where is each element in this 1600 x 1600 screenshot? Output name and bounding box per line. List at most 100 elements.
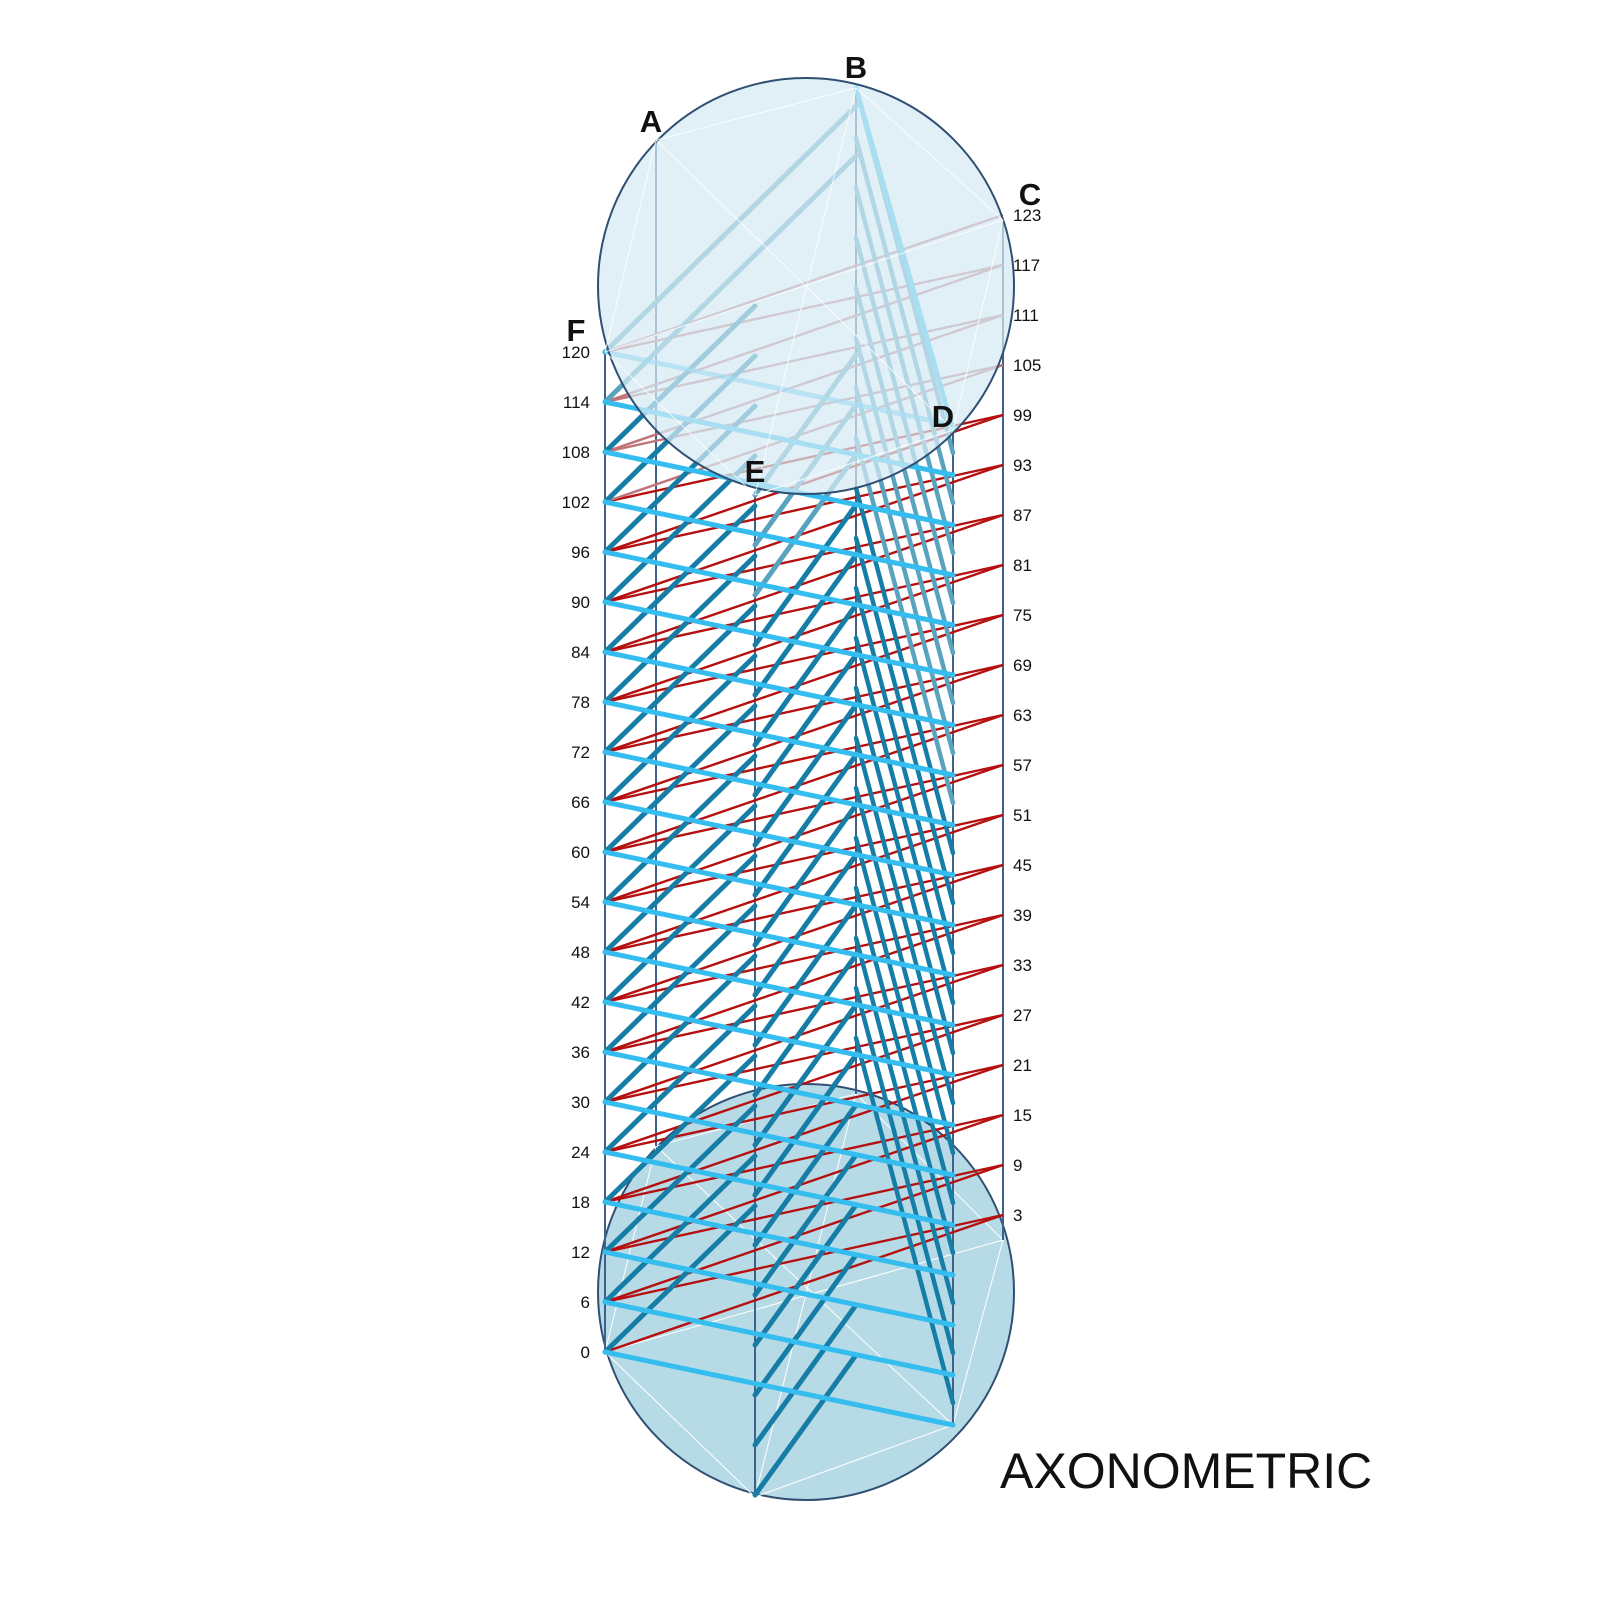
red-line-up	[604, 763, 1004, 904]
left-scale-label: 102	[562, 493, 590, 512]
edge-bright-fd	[602, 999, 956, 1078]
edge-rising-e	[752, 552, 859, 698]
vertex-label-b: B	[845, 50, 867, 85]
left-scale-label: 84	[571, 643, 590, 662]
left-scale-label: 42	[571, 993, 590, 1012]
left-scale-label: 120	[562, 343, 590, 362]
edge-descending-b	[853, 485, 956, 856]
right-scale-label: 51	[1013, 806, 1032, 825]
red-line-up	[604, 813, 1004, 954]
edge-rising-e	[752, 1302, 859, 1448]
right-scale-label: 57	[1013, 756, 1032, 775]
edge-bright-fd	[602, 549, 956, 628]
right-scale-label: 33	[1013, 956, 1032, 975]
vertex-label-f: F	[567, 313, 586, 348]
edge-rising-e	[752, 902, 859, 1048]
bottom-hex-diagonal	[655, 1145, 954, 1426]
edge-bright-fd	[602, 799, 956, 878]
edge-rising-e	[752, 752, 859, 898]
edge-rising-e	[752, 852, 859, 998]
left-scale-label: 108	[562, 443, 590, 462]
right-scale-label: 69	[1013, 656, 1032, 675]
edge-rising-e	[752, 1202, 859, 1348]
red-line-up	[604, 713, 1004, 854]
edge-descending-b	[853, 935, 956, 1306]
top-hex-edge	[604, 351, 756, 496]
edge-bright-fd	[602, 1349, 956, 1428]
edge-bright-fd	[602, 1049, 956, 1128]
edge-rising-e	[752, 652, 859, 798]
left-scale-label: 54	[571, 893, 590, 912]
left-scale-label: 6	[581, 1293, 590, 1312]
right-scale-label: 105	[1013, 356, 1041, 375]
right-scale-label: 9	[1013, 1156, 1022, 1175]
red-line-up	[604, 663, 1004, 804]
edge-descending-b	[853, 635, 956, 1006]
edge-rising-e	[752, 502, 859, 648]
left-scale-label: 36	[571, 1043, 590, 1062]
diagram-title: AXONOMETRIC	[1000, 1443, 1372, 1499]
red-line-up	[604, 913, 1004, 1054]
edge-bright-fd	[602, 599, 956, 678]
vertex-label-e: E	[745, 454, 766, 489]
right-scale-label: 111	[1013, 306, 1039, 325]
red-line-up	[604, 863, 1004, 1004]
left-scale-label: 24	[571, 1143, 590, 1162]
red-line-up	[604, 513, 1004, 654]
edge-descending-b	[853, 1035, 956, 1406]
edge-bright-fd	[602, 699, 956, 778]
right-scale-label: 123	[1013, 206, 1041, 225]
vertex-label-a: A	[640, 104, 662, 139]
edge-bright-fd	[602, 1249, 956, 1328]
edge-rising-e	[752, 1152, 859, 1298]
vertex-label-c: C	[1019, 177, 1041, 212]
bottom-hex-edge	[754, 1424, 954, 1498]
edge-bright-fd	[602, 849, 956, 928]
edge-rising-e	[752, 1052, 859, 1198]
left-scale-label: 48	[571, 943, 590, 962]
right-scale-label: 3	[1013, 1206, 1022, 1225]
right-scale-label: 45	[1013, 856, 1032, 875]
left-scale-label: 12	[571, 1243, 590, 1262]
edge-descending-b	[853, 835, 956, 1206]
left-scale-label: 72	[571, 743, 590, 762]
right-scale-label: 93	[1013, 456, 1032, 475]
top-hex-edge	[655, 87, 857, 141]
edge-descending-b	[853, 985, 956, 1356]
right-scale-label: 27	[1013, 1006, 1032, 1025]
edge-bright-fd	[602, 749, 956, 828]
edge-descending-b	[853, 585, 956, 956]
vertex-label-d: D	[932, 399, 954, 434]
top-hex-edge	[604, 139, 657, 353]
edge-rising-e	[752, 952, 859, 1098]
right-scale-label: 15	[1013, 1106, 1032, 1125]
left-scale-label: 96	[571, 543, 590, 562]
left-scale-label: 90	[571, 593, 590, 612]
left-scale-label: 18	[571, 1193, 590, 1212]
edge-bright-fd	[602, 499, 956, 578]
bottom-hex-edge	[604, 1351, 756, 1498]
right-scale-label: 75	[1013, 606, 1032, 625]
right-scale-label: 63	[1013, 706, 1032, 725]
edge-descending-b	[853, 885, 956, 1256]
top-hex-edge	[952, 219, 1004, 431]
right-scale-label: 39	[1013, 906, 1032, 925]
right-scale-label: 87	[1013, 506, 1032, 525]
left-scale-label: 60	[571, 843, 590, 862]
red-line-up	[604, 963, 1004, 1104]
top-hex-edge	[855, 87, 1004, 221]
bottom-hex-edge	[952, 1239, 1004, 1426]
edge-descending-b	[853, 785, 956, 1156]
edge-bright-fd	[602, 1099, 956, 1178]
edge-bright-fd	[602, 649, 956, 728]
top-hex-diagonal	[655, 139, 954, 431]
right-scale-label: 81	[1013, 556, 1032, 575]
edge-rising-e	[752, 802, 859, 948]
edge-bright-fd	[602, 1299, 956, 1378]
edge-bright-fd	[602, 1199, 956, 1278]
edge-rising-e	[752, 602, 859, 748]
top-hex-diagonal	[604, 219, 1004, 353]
edge-descending-b	[853, 735, 956, 1106]
bottom-hex-edge	[604, 1145, 657, 1353]
